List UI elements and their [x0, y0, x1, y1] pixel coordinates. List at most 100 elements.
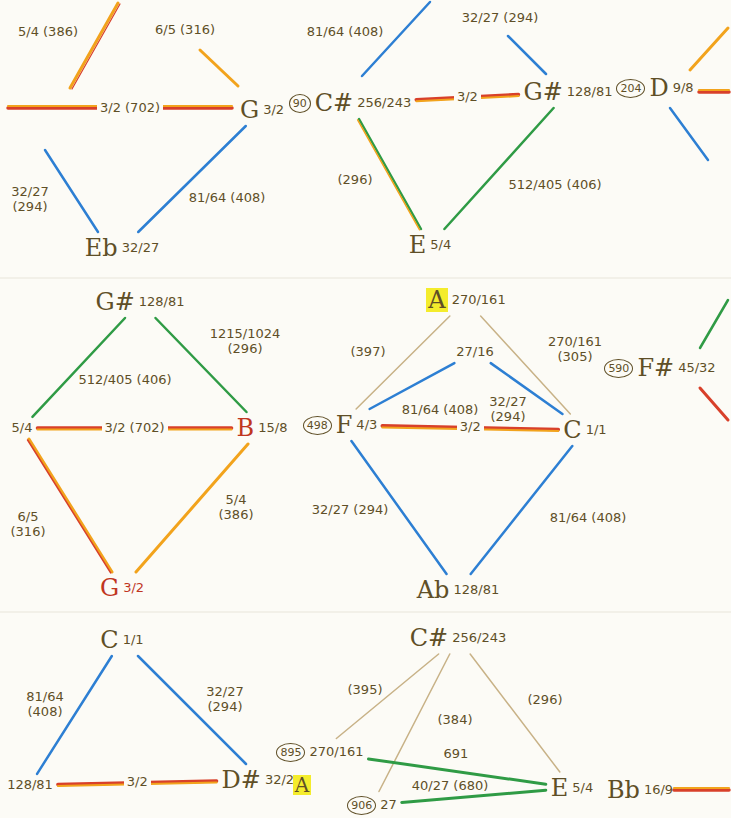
interval-label: 6/5 (316): [5, 510, 51, 540]
interval-label: 3/2 (702): [102, 421, 168, 436]
interval-label: 81/64 (408): [402, 403, 479, 418]
interval-label: 5/4 (386): [213, 493, 259, 523]
note-node: B15/8: [234, 414, 291, 442]
ratio: 9/8: [673, 81, 694, 95]
ratio: 128/81: [7, 778, 53, 792]
note-node: C#256/243: [407, 624, 510, 652]
note-name: F: [336, 413, 353, 437]
interval-label: 3/2: [454, 90, 481, 105]
note-node: 27/16: [453, 343, 496, 361]
interval-line: [356, 316, 450, 409]
interval-label: 32/27 (294): [485, 395, 531, 425]
ratio: 270/161: [452, 293, 506, 307]
cents-circle: 90: [289, 94, 311, 113]
interval-label: 6/5 (316): [155, 23, 215, 38]
interval-line: [444, 108, 553, 229]
interval-label: 40/27 (680): [412, 779, 489, 794]
note-node: C 1/1: [97, 626, 146, 654]
sheet-edge: [0, 278, 731, 279]
interval-label: 32/27 (294): [7, 185, 53, 215]
ratio: 45/32: [678, 361, 715, 375]
interval-label: 3/2: [457, 420, 484, 435]
interval-line: [674, 787, 729, 789]
interval-stroke: [444, 108, 553, 229]
interval-line: [674, 788, 729, 792]
interval-label: 81/64 (408): [189, 191, 266, 206]
ratio: 15/8: [258, 421, 287, 435]
note-name: C#: [315, 91, 353, 115]
interval-stroke: [32, 318, 125, 417]
ratio: 27/16: [456, 345, 493, 359]
note-node: Bb16/9: [604, 776, 676, 804]
ratio: 4/3: [356, 418, 377, 432]
cents-circle: 590: [604, 359, 633, 378]
note-node: G3/2: [97, 574, 147, 602]
ratio: 256/243: [357, 96, 411, 110]
note-node: 204D 9/8: [613, 74, 696, 102]
interval-label: 81/64 (408): [307, 25, 384, 40]
interval-label: 3/2: [124, 775, 151, 790]
interval-label: (384): [438, 713, 473, 728]
note-name: C: [100, 628, 118, 652]
note-node: 90C# 256/243: [286, 89, 415, 117]
interval-label: 81/64 (408): [22, 690, 68, 720]
note-node: Eb32/27: [82, 234, 162, 262]
ratio: 5/4: [12, 421, 33, 435]
interval-line: [700, 300, 728, 348]
interval-label: (296): [528, 693, 563, 708]
sheet-edge: [0, 612, 731, 613]
ratio: 5/4: [572, 781, 593, 795]
interval-label: 32/27 (294): [312, 503, 389, 518]
note-name: E: [551, 776, 569, 800]
ratio: 270/161: [309, 745, 363, 759]
note-node: 590F#45/32: [601, 354, 718, 382]
interval-line: [72, 4, 120, 89]
note-name: C: [563, 418, 581, 442]
ratio: 27: [380, 798, 397, 812]
note-name: E: [409, 233, 427, 257]
note-node: C 1/1: [560, 416, 609, 444]
interval-line: [45, 150, 98, 232]
interval-line: [32, 318, 125, 417]
interval-line: [70, 3, 118, 88]
interval-label: 3/2 (702): [97, 101, 163, 116]
note-name: D#: [222, 768, 261, 792]
interval-line: [470, 654, 560, 772]
note-node: E5/4: [548, 774, 596, 802]
interval-stroke: [356, 316, 450, 409]
ratio: 1/1: [586, 423, 607, 437]
interval-label: 81/64 (408): [550, 511, 627, 526]
note-name: B: [237, 416, 255, 440]
interval-line: [362, 2, 430, 76]
interval-line: [699, 89, 729, 91]
interval-line: [336, 654, 438, 739]
interval-label: 691: [444, 747, 469, 762]
interval-line: [670, 108, 708, 160]
interval-stroke: [29, 439, 112, 572]
note-name: D: [649, 76, 668, 100]
interval-label: 512/405 (406): [78, 373, 171, 388]
note-name: G#: [95, 290, 134, 314]
interval-label: 32/27 (294): [462, 11, 539, 26]
cents-circle: 906: [347, 796, 376, 815]
note-name: Ab: [417, 578, 450, 602]
cents-circle: 204: [616, 79, 645, 98]
note-node: Ab128/81: [414, 576, 502, 604]
interval-line: [690, 28, 728, 70]
interval-label: 1215/1024 (296): [203, 327, 287, 357]
interval-line: [200, 50, 238, 86]
interval-line: [508, 36, 546, 74]
interval-label: 512/405 (406): [508, 178, 601, 193]
interval-label: (397): [351, 345, 386, 360]
ratio: 128/81: [453, 583, 499, 597]
note-node: E5/4: [406, 231, 454, 259]
interval-line: [699, 90, 729, 94]
interval-stroke: [336, 654, 438, 739]
note-node: A 270/161: [423, 286, 508, 314]
ratio: 3/2: [123, 581, 144, 595]
interval-line: [138, 126, 246, 232]
cents-circle: 498: [303, 416, 332, 435]
note-name: A: [426, 288, 447, 312]
ratio: 1/1: [123, 633, 144, 647]
